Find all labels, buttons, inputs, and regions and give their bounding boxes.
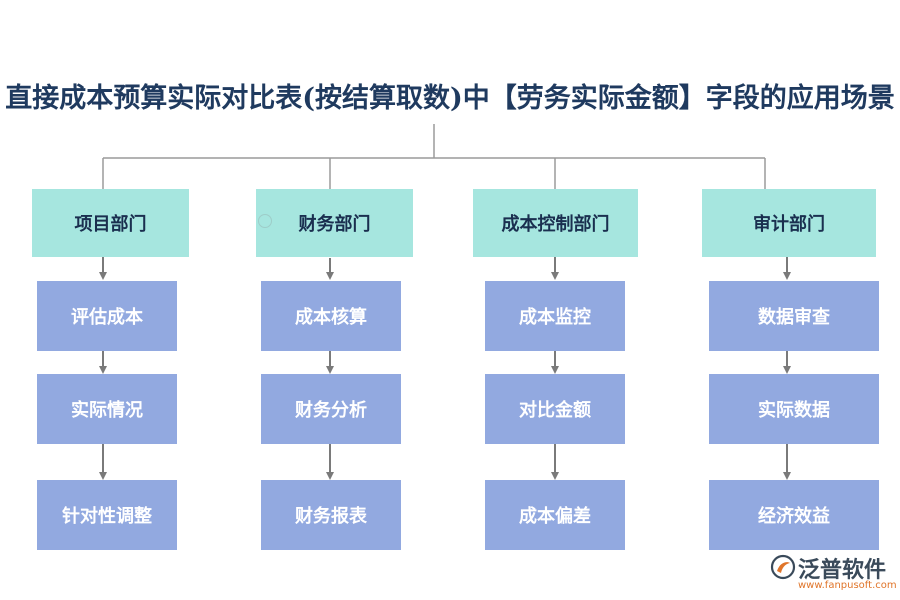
step-box: 对比金额	[485, 374, 625, 444]
logo-url: www.fanpusoft.com	[798, 580, 897, 591]
step-box: 财务分析	[261, 374, 401, 444]
logo-name: 泛普软件	[798, 558, 887, 583]
step-box: 针对性调整	[37, 480, 177, 550]
page-title: 直接成本预算实际对比表(按结算取数)中【劳务实际金额】字段的应用场景	[5, 83, 895, 114]
step-box: 成本监控	[485, 281, 625, 351]
fanpu-logo-icon	[770, 554, 796, 580]
logo-mark-icon	[258, 214, 272, 228]
dept-cost-control: 成本控制部门	[473, 189, 638, 257]
step-box: 经济效益	[709, 480, 879, 550]
step-box: 成本核算	[261, 281, 401, 351]
step-box: 评估成本	[37, 281, 177, 351]
step-box: 财务报表	[261, 480, 401, 550]
dept-project: 项目部门	[32, 189, 189, 257]
step-box: 实际数据	[709, 374, 879, 444]
step-box: 成本偏差	[485, 480, 625, 550]
step-box: 数据审查	[709, 281, 879, 351]
dept-finance: 财务部门	[256, 189, 413, 257]
dept-audit: 审计部门	[702, 189, 876, 257]
step-box: 实际情况	[37, 374, 177, 444]
watermark	[258, 214, 272, 228]
fanpu-logo: 泛普软件 www.fanpusoft.com	[770, 552, 897, 596]
